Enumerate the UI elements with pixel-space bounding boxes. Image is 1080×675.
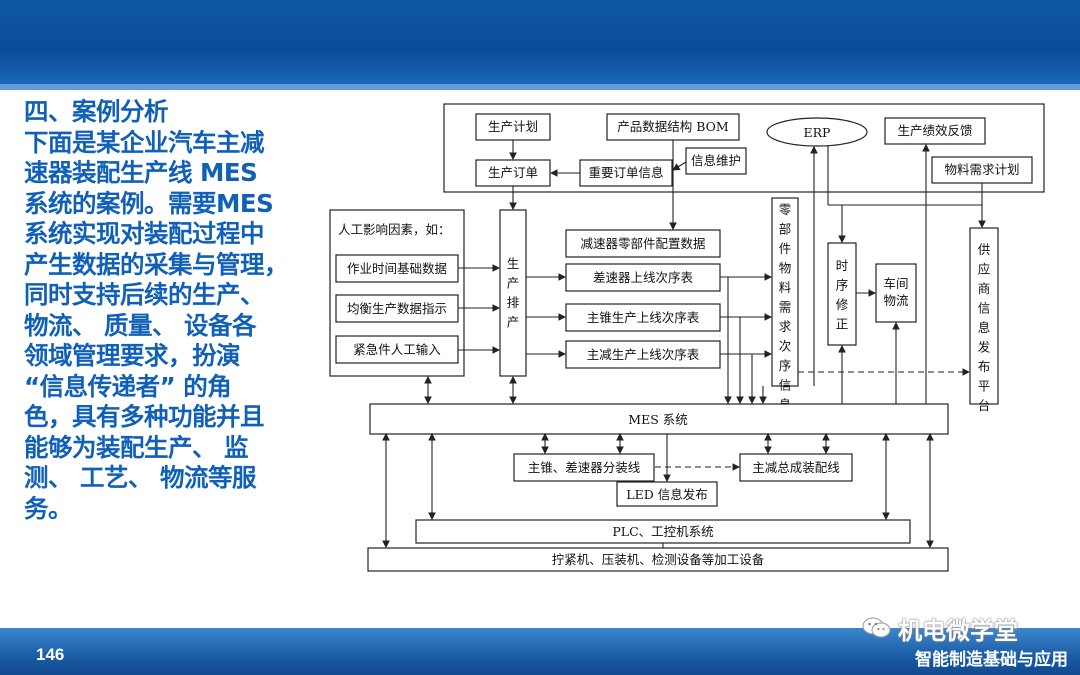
scheduling-label: 生产排产 — [507, 256, 520, 330]
main-cone-seq-label: 主锥生产上线次序表 — [587, 310, 700, 325]
description-line: 系统实现对装配过程中 — [24, 219, 265, 248]
footer-course-title: 智能制造基础与应用 — [915, 650, 1068, 670]
mes-bar — [369, 403, 949, 435]
page-number: 146 — [36, 645, 65, 664]
main-reducer-seq-label: 主减生产上线次序表 — [587, 347, 700, 362]
description-line: “信息传递者” 的角 — [24, 371, 232, 401]
main-line-label: 主减总成装配线 — [752, 460, 840, 475]
description-line: 速器装配生产线 MES — [24, 158, 258, 187]
wechat-icon — [862, 617, 891, 638]
wechat-watermark: 机电微学堂 — [862, 610, 1062, 646]
parts-seq-info-label: 零部件物料需求次序信息 — [779, 202, 792, 412]
sub-line-label: 主锥、差速器分装线 — [528, 460, 641, 475]
plc-label: PLC、工控机系统 — [612, 524, 713, 539]
watermark-text: 机电微学堂 — [898, 616, 1018, 645]
balance-label: 均衡生产数据指示 — [347, 301, 447, 316]
production-order-label: 生产订单 — [488, 165, 538, 180]
equipment-box — [367, 547, 949, 572]
diff-seq-label: 差速器上线次序表 — [593, 270, 694, 285]
description-line: 系统的案例。需要MES — [24, 188, 274, 218]
parts-seq-info-box — [771, 197, 799, 387]
scheduling-box — [499, 209, 527, 377]
header-band — [0, 0, 1080, 90]
production-plan-box — [475, 113, 551, 141]
header-stripe — [0, 84, 1080, 90]
urgent-label: 紧急件人工输入 — [353, 342, 441, 357]
description-line: 领域管理要求，扮演 — [24, 341, 241, 370]
human-factors-frame — [329, 209, 465, 377]
equipment-label: 拧紧机、压装机、检测设备等加工设备 — [552, 552, 765, 567]
workshop-logistics-line2: 物流 — [883, 293, 909, 308]
connector-lines — [382, 140, 986, 549]
human-factors-label: 人工影响因素，如： — [338, 222, 451, 237]
led-label: LED 信息发布 — [626, 487, 707, 502]
info-maintenance-label: 信息维护 — [691, 153, 741, 168]
bom-label: 产品数据结构 BOM — [617, 119, 729, 134]
description-line: 色，具有多种功能并且 — [24, 402, 265, 431]
description-line: 四、案例分析 — [24, 97, 169, 126]
description-line: 物流、 质量、 设备各 — [24, 310, 257, 340]
description-line: 同时支持后续的生产、 — [24, 280, 265, 309]
material-plan-box — [931, 156, 1033, 184]
important-order-label: 重要订单信息 — [588, 165, 663, 180]
bom-box — [606, 113, 740, 141]
planning-frame — [443, 103, 1045, 193]
supplier-platform-label: 供应商信息发布平台 — [978, 242, 991, 413]
main-cone-seq-box — [565, 303, 721, 332]
footer-band — [0, 628, 1080, 675]
production-order-box — [475, 159, 551, 187]
seq-correction-label: 时序修正 — [836, 258, 849, 332]
perf-feedback-label: 生产绩效反馈 — [897, 123, 972, 138]
work-time-box — [335, 254, 459, 283]
workshop-logistics-line1: 车间 — [883, 276, 908, 291]
led-box — [616, 481, 718, 507]
erp-label: ERP — [804, 125, 831, 140]
mes-label: MES 系统 — [628, 412, 687, 427]
main-reducer-seq-box — [565, 340, 721, 369]
info-maintenance-box — [685, 147, 747, 175]
reducer-config-label: 减速器零部件配置数据 — [580, 236, 705, 251]
material-plan-label: 物料需求计划 — [944, 162, 1019, 177]
description-line: 产生数据的采集与管理， — [24, 249, 289, 279]
description-line: 下面是某企业汽车主减 — [24, 127, 265, 157]
description-line: 务。 — [24, 493, 73, 523]
work-time-label: 作业时间基础数据 — [347, 261, 447, 276]
production-plan-label: 生产计划 — [488, 119, 538, 134]
description-line: 测、 工艺、 物流等服 — [24, 463, 257, 492]
perf-feedback-box — [884, 117, 986, 145]
description-line: 能够为装配生产、 监 — [24, 432, 249, 462]
reducer-config-box — [565, 229, 721, 258]
sub-line-box — [513, 453, 655, 482]
main-line-box — [739, 453, 853, 482]
balance-box — [335, 294, 459, 323]
